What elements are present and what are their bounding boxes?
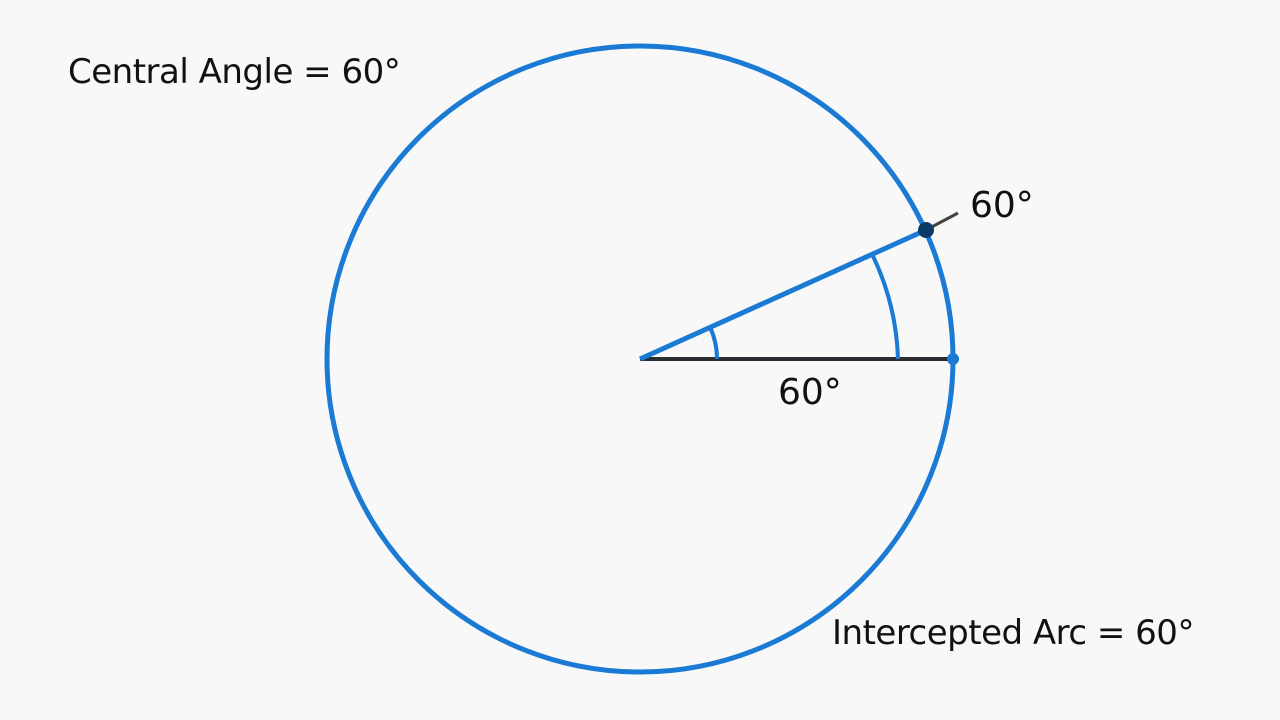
- radius-endpoint: [947, 353, 959, 365]
- radius-angle-label: 60°: [778, 372, 842, 413]
- outer-angle-arc: [870, 253, 900, 360]
- angled-radius: [638, 227, 928, 362]
- central-angle-label: Central Angle = 60°: [68, 52, 401, 92]
- point-angle-label: 60°: [970, 185, 1034, 226]
- intercepted-arc-label: Intercepted Arc = 60°: [832, 613, 1194, 653]
- intersection-point: [918, 222, 934, 238]
- inner-angle-arc: [708, 326, 719, 360]
